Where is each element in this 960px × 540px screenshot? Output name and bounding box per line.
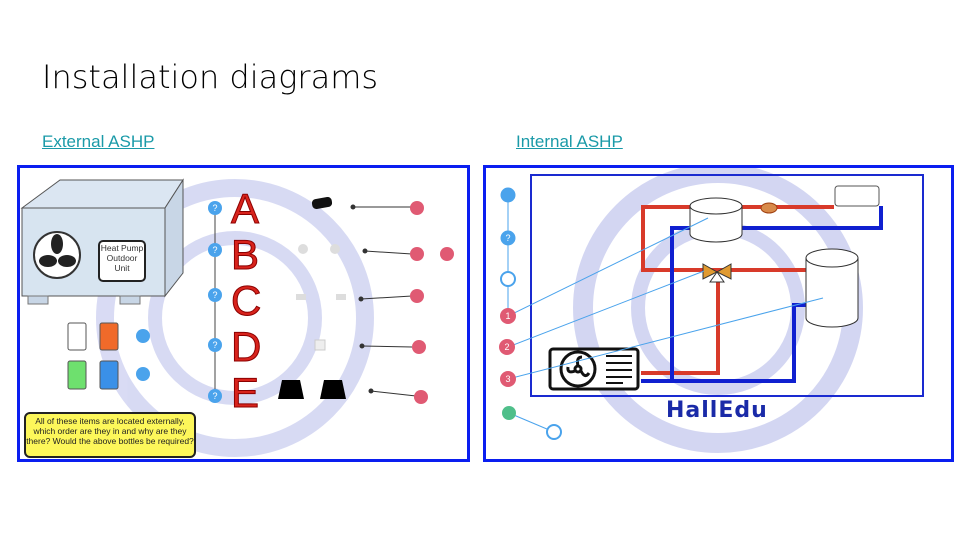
fan-icon: [39, 234, 76, 267]
svg-text:?: ?: [505, 233, 510, 243]
letter-c: C: [230, 277, 262, 324]
external-ashp-diagram: ????? Heat Pump Outdoor Unit A B C D E A…: [17, 165, 470, 462]
hotspot-icons-blue: [500, 187, 562, 440]
hotspot-icons-red: [499, 308, 516, 387]
component-images: [278, 196, 346, 399]
svg-text:?: ?: [212, 203, 217, 213]
three-way-valve: [702, 263, 732, 283]
fan-icon: [566, 355, 591, 378]
external-diagram-graphics: ?????: [20, 178, 454, 457]
external-ashp-link[interactable]: External ASHP: [42, 132, 155, 151]
letter-a: A: [230, 185, 260, 232]
outdoor-unit-label: Heat Pump Outdoor Unit: [98, 240, 146, 282]
svg-text:?: ?: [212, 245, 217, 255]
hotspot-icons-red: [410, 201, 454, 404]
letter-b: B: [230, 231, 260, 278]
outdoor-unit: [20, 178, 184, 305]
page-title: Installation diagrams: [42, 58, 379, 96]
radiator: [834, 185, 880, 207]
letter-d: D: [230, 323, 262, 370]
internal-ashp-link[interactable]: Internal ASHP: [516, 132, 623, 151]
marker-lines: [507, 195, 824, 433]
pump: [760, 202, 778, 214]
svg-text:?: ?: [212, 290, 217, 300]
antifreeze-bottles: [67, 322, 119, 390]
internal-ashp-diagram: ? 1 2 3 HallEdu: [483, 165, 954, 462]
svg-text:?: ?: [212, 391, 217, 401]
hotspot-icons-blue: [136, 201, 222, 403]
svg-text:?: ?: [212, 340, 217, 350]
letter-e: E: [230, 369, 260, 416]
halledu-logo-text: HallEdu: [666, 398, 768, 423]
image-icon: [502, 406, 516, 420]
question-note: All of these items are located externall…: [24, 412, 196, 458]
heat-pump-unit: [548, 347, 640, 391]
watermark-logo: [96, 179, 374, 457]
cylinders: [689, 197, 859, 328]
internal-diagram-graphics: ?: [499, 168, 924, 453]
blue-pipes: [641, 206, 883, 383]
connector-lines: [350, 204, 417, 397]
